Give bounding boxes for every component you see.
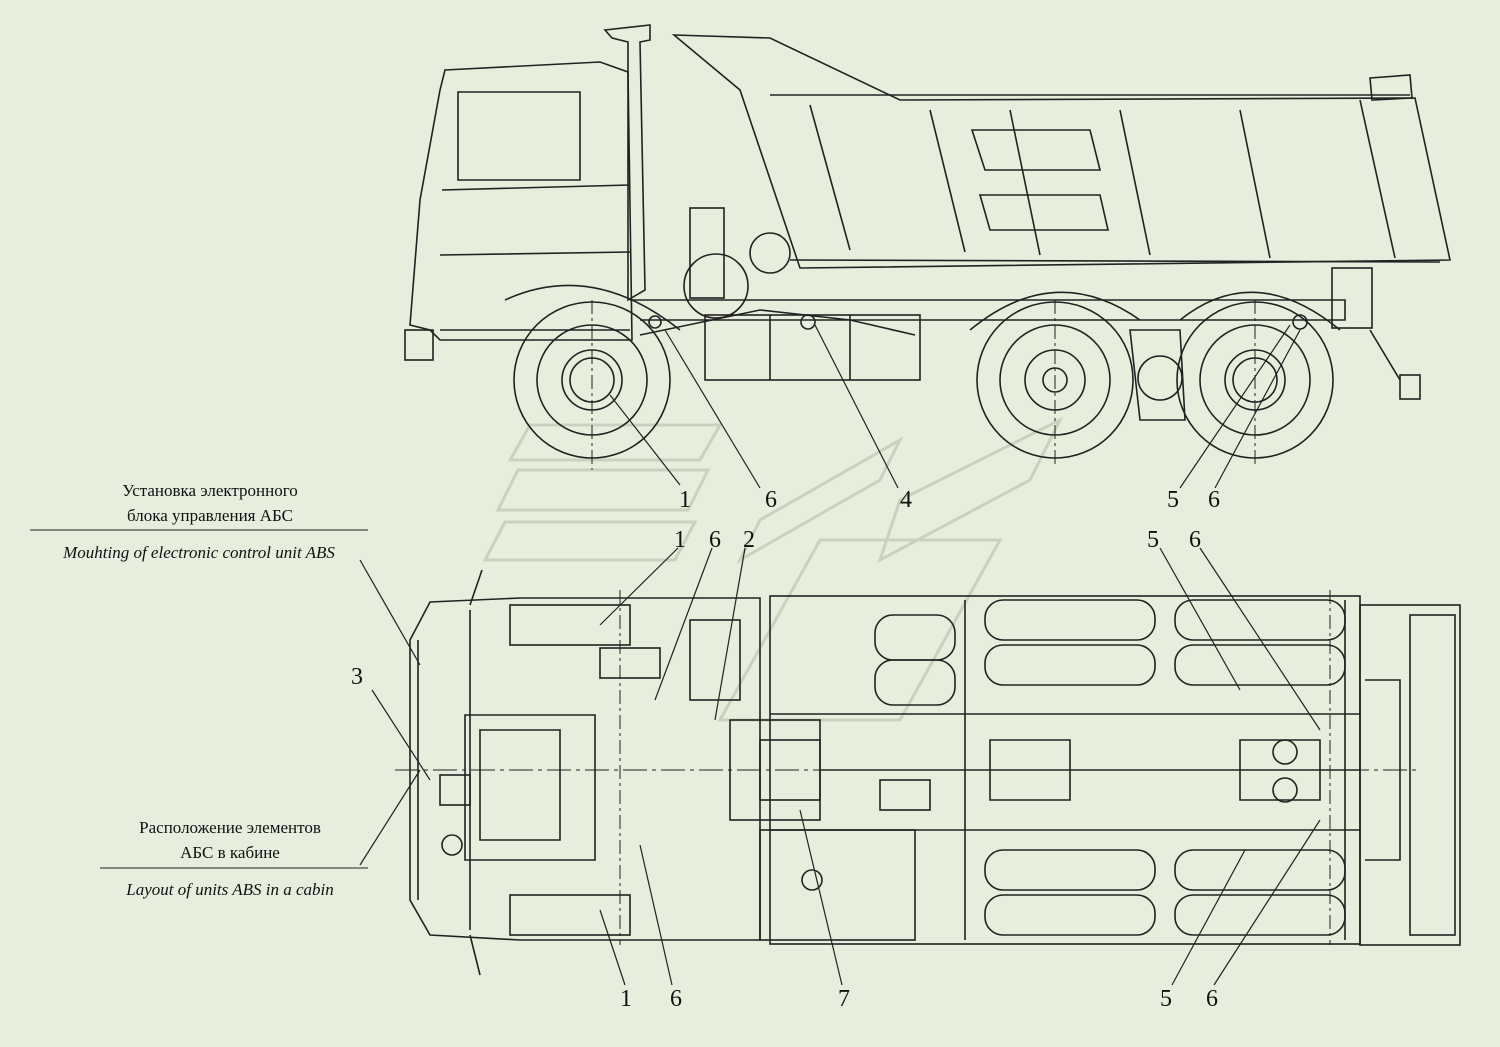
ecu-mounting-title-ru-line1: Установка электронного: [122, 481, 298, 500]
cabin-layout-title-ru-line2: АБС в кабине: [180, 843, 280, 862]
callout-side-4: 4: [900, 487, 912, 513]
ecu-mounting-title-ru-line2: блока управления АБС: [126, 506, 293, 525]
ecu-mounting-title-en: Mouhting of electronic control unit ABS: [63, 543, 335, 562]
callout-side-6a: 6: [765, 487, 777, 513]
callout-side-1: 1: [679, 487, 691, 513]
callout-side-5: 5: [1167, 487, 1179, 513]
cabin-layout-title-en: Layout of units ABS in a cabin: [126, 880, 334, 899]
callout-top-1: 1: [674, 527, 686, 553]
callout-top-5: 5: [1147, 527, 1159, 553]
callout-top-3: 3: [351, 664, 363, 690]
leader-lines: [359, 324, 1321, 986]
watermark-logo: [482, 416, 1064, 722]
side-view: [404, 24, 1451, 470]
callout-top-2: 2: [743, 527, 755, 553]
top-view: [395, 569, 1461, 976]
callout-bottom-6a: 6: [670, 986, 682, 1012]
callout-side-6b: 6: [1208, 487, 1220, 513]
callout-top-6a: 6: [709, 527, 721, 553]
callout-bottom-7: 7: [838, 986, 850, 1012]
callout-bottom-1: 1: [620, 986, 632, 1012]
callout-bottom-5: 5: [1160, 986, 1172, 1012]
annotation-underlines: [30, 529, 368, 869]
cabin-layout-title-ru-line1: Расположение элементов: [139, 818, 321, 837]
callout-bottom-6b: 6: [1206, 986, 1218, 1012]
callout-top-6b: 6: [1189, 527, 1201, 553]
